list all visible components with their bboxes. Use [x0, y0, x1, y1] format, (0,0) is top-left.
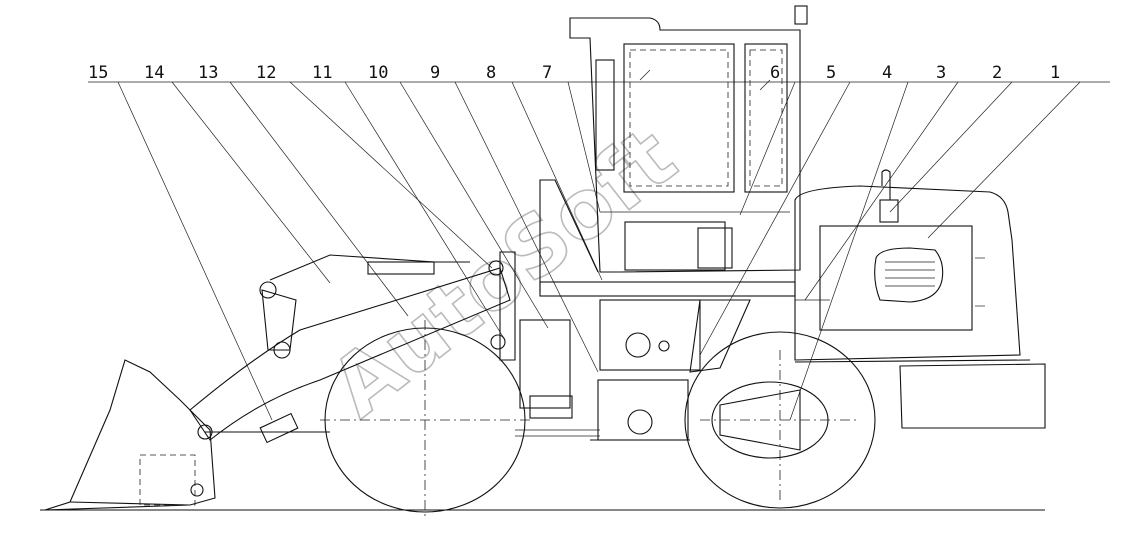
callout-labels: 15 14 13 12 11 10 9 8 7 6 5 4 3 2 1	[88, 63, 1060, 83]
callout-9: 9	[430, 63, 440, 83]
callout-12: 12	[256, 63, 276, 83]
watermark-text: AutoSoft	[314, 110, 694, 436]
cab-door-handle-bar	[595, 59, 615, 171]
air-filter	[879, 199, 899, 223]
cab-rear-window	[744, 43, 788, 193]
callout-2: 2	[992, 63, 1002, 83]
callout-7: 7	[542, 63, 552, 83]
callout-8: 8	[486, 63, 496, 83]
callout-13: 13	[198, 63, 218, 83]
warning-beacon	[794, 5, 808, 25]
boom-arm	[189, 251, 516, 444]
callout-10: 10	[368, 63, 388, 83]
hood-side-panel	[819, 225, 973, 331]
callout-4: 4	[882, 63, 892, 83]
callout-1: 1	[1050, 63, 1060, 83]
leader-lines	[117, 81, 1081, 421]
front-axle-housing	[599, 299, 701, 371]
warning-label	[259, 412, 299, 444]
operator-cab	[569, 5, 808, 273]
hydraulic-cylinders	[515, 319, 600, 437]
lift-cylinder	[367, 261, 435, 275]
callout-14: 14	[144, 63, 164, 83]
callout-6: 6	[770, 63, 780, 83]
cab-lower-panel	[624, 221, 726, 271]
callout-11: 11	[312, 63, 332, 83]
main-frame	[539, 179, 796, 441]
exhaust-pipe	[881, 169, 891, 200]
callout-5: 5	[826, 63, 836, 83]
callout-3: 3	[936, 63, 946, 83]
bucket	[44, 359, 330, 511]
counterweight	[794, 359, 1046, 429]
callout-15: 15	[88, 63, 108, 83]
front-wheel	[320, 320, 530, 520]
cab-front-window	[623, 43, 735, 193]
rear-wheel	[684, 331, 876, 509]
engine-hood	[794, 169, 1021, 361]
hood-vent-grille	[874, 247, 944, 303]
